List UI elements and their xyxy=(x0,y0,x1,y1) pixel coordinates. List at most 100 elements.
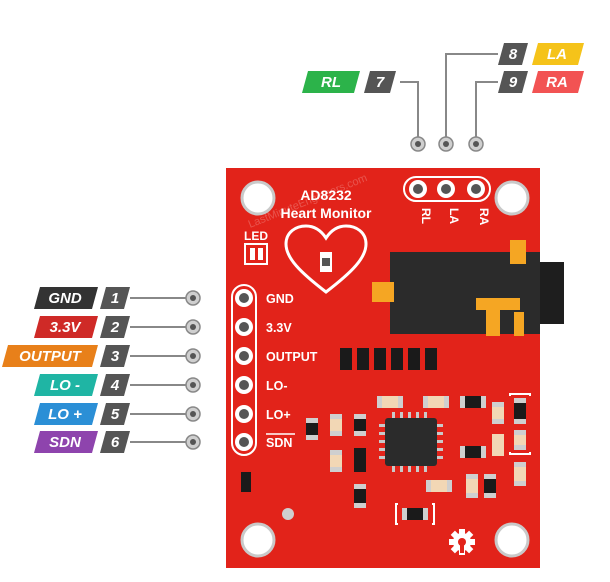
smd-resistor xyxy=(354,414,366,436)
smd-capacitor xyxy=(330,450,342,472)
pin-number: 7 xyxy=(376,74,385,91)
pin-tag-gnd: GND 1 xyxy=(34,287,130,309)
pin-tag-rl: RL 7 xyxy=(302,71,396,93)
smd-resistor xyxy=(402,508,428,520)
top-pin-tags: RL 7 8 LA 9 RA xyxy=(302,43,584,93)
board-label-rl: RL xyxy=(419,208,433,224)
pin-name: 3.3V xyxy=(50,319,83,336)
led-component xyxy=(244,243,268,265)
pin-name-badge xyxy=(34,374,98,396)
pin-name: LA xyxy=(547,46,567,63)
pin-name-badge xyxy=(34,431,98,453)
leader-line-ra xyxy=(475,81,498,142)
pin-name: OUTPUT xyxy=(19,348,83,365)
smd-resistor xyxy=(306,418,318,440)
mounting-hole xyxy=(494,180,530,216)
board-title-line1: AD8232 xyxy=(300,187,352,203)
header-pad xyxy=(235,347,253,365)
pin-name: LO - xyxy=(50,377,80,394)
leader-line-la xyxy=(445,53,498,142)
header-pad xyxy=(467,180,485,198)
pin-number-badge xyxy=(100,431,130,453)
header-pad xyxy=(235,405,253,423)
heart-icon xyxy=(284,224,368,294)
pin-tag-sdn: SDN 6 xyxy=(34,431,130,453)
connector-dot xyxy=(185,348,201,364)
pin-tag-la: 8 LA xyxy=(498,43,584,65)
audio-jack xyxy=(372,240,564,336)
pin-number-badge xyxy=(100,403,130,425)
pin-name-badge xyxy=(34,403,98,425)
header-pad xyxy=(409,180,427,198)
board-label-lo-minus: LO- xyxy=(266,379,288,393)
connector-dot xyxy=(185,290,201,306)
pin-name-badge xyxy=(302,71,360,93)
pin-number: 1 xyxy=(111,290,119,307)
board-label-output: OUTPUT xyxy=(266,350,318,364)
header-pad xyxy=(235,433,253,451)
pin-name: LO + xyxy=(48,406,82,423)
pin-name: SDN xyxy=(49,434,82,451)
pin-tag-output: OUTPUT 3 xyxy=(2,345,130,367)
mounting-hole xyxy=(494,522,530,558)
pin-number: 8 xyxy=(509,46,518,63)
board-label-lo-plus: LO+ xyxy=(266,408,291,422)
pin-name-badge xyxy=(34,287,98,309)
connector-dot xyxy=(438,136,454,152)
connector-dot xyxy=(185,406,201,422)
smd-capacitor xyxy=(492,434,504,456)
pin-number-badge xyxy=(100,287,130,309)
connector-dot xyxy=(185,377,201,393)
smd-resistor xyxy=(241,472,251,492)
pin-name: RA xyxy=(546,74,568,91)
pin-number: 4 xyxy=(110,377,120,394)
top-header: RL LA RA xyxy=(403,176,491,226)
top-leader-lines xyxy=(400,53,498,142)
left-connector-dots xyxy=(185,290,201,450)
smd-capacitor xyxy=(330,414,342,436)
silkscreen-marks xyxy=(395,393,531,525)
pin-name-badge xyxy=(34,316,98,338)
pin-tag-lo-minus: LO - 4 xyxy=(34,374,130,396)
pin-name: GND xyxy=(48,290,82,307)
header-pad xyxy=(235,318,253,336)
smd-capacitor xyxy=(377,396,403,408)
pin-name-badge xyxy=(532,43,584,65)
smd-array xyxy=(340,348,437,370)
board-title-line2: Heart Monitor xyxy=(281,205,373,221)
pin-number-badge xyxy=(498,43,528,65)
header-pad xyxy=(235,376,253,394)
gear-icon xyxy=(449,529,475,555)
smd-capacitor xyxy=(514,462,526,486)
board-label-ra: RA xyxy=(477,208,491,226)
pin-number-badge xyxy=(498,71,528,93)
smd-capacitor xyxy=(514,430,526,450)
pin-number: 3 xyxy=(111,348,120,365)
pin-number: 9 xyxy=(509,74,518,91)
pin-name-badge xyxy=(2,345,98,367)
left-pin-tags: GND 1 3.3V 2 OUTPUT 3 LO - 4 LO + 5 xyxy=(2,287,130,453)
pin-tag-lo-plus: LO + 5 xyxy=(34,403,130,425)
connector-dot xyxy=(185,319,201,335)
top-connector-dots xyxy=(410,136,484,152)
header-pad xyxy=(235,289,253,307)
board-label-la: LA xyxy=(447,208,461,224)
led-label: LED xyxy=(244,229,268,243)
smd-capacitor xyxy=(466,474,478,498)
pin-number: 6 xyxy=(111,434,120,451)
smd-resistor xyxy=(354,484,366,508)
smd-capacitor xyxy=(423,396,449,408)
connector-dot xyxy=(410,136,426,152)
left-header: GND 3.3V OUTPUT LO- LO+ SDN xyxy=(231,284,318,456)
pin-number-badge xyxy=(100,345,130,367)
left-leader-lines xyxy=(130,297,192,443)
pin-number-badge xyxy=(364,71,396,93)
smd-resistor xyxy=(460,396,486,408)
mounting-hole xyxy=(240,522,276,558)
connector-dot xyxy=(468,136,484,152)
smd-resistor xyxy=(460,446,486,458)
pin-tag-ra: 9 RA xyxy=(498,71,584,93)
pin-number-badge xyxy=(100,316,130,338)
passive-components xyxy=(241,396,526,520)
